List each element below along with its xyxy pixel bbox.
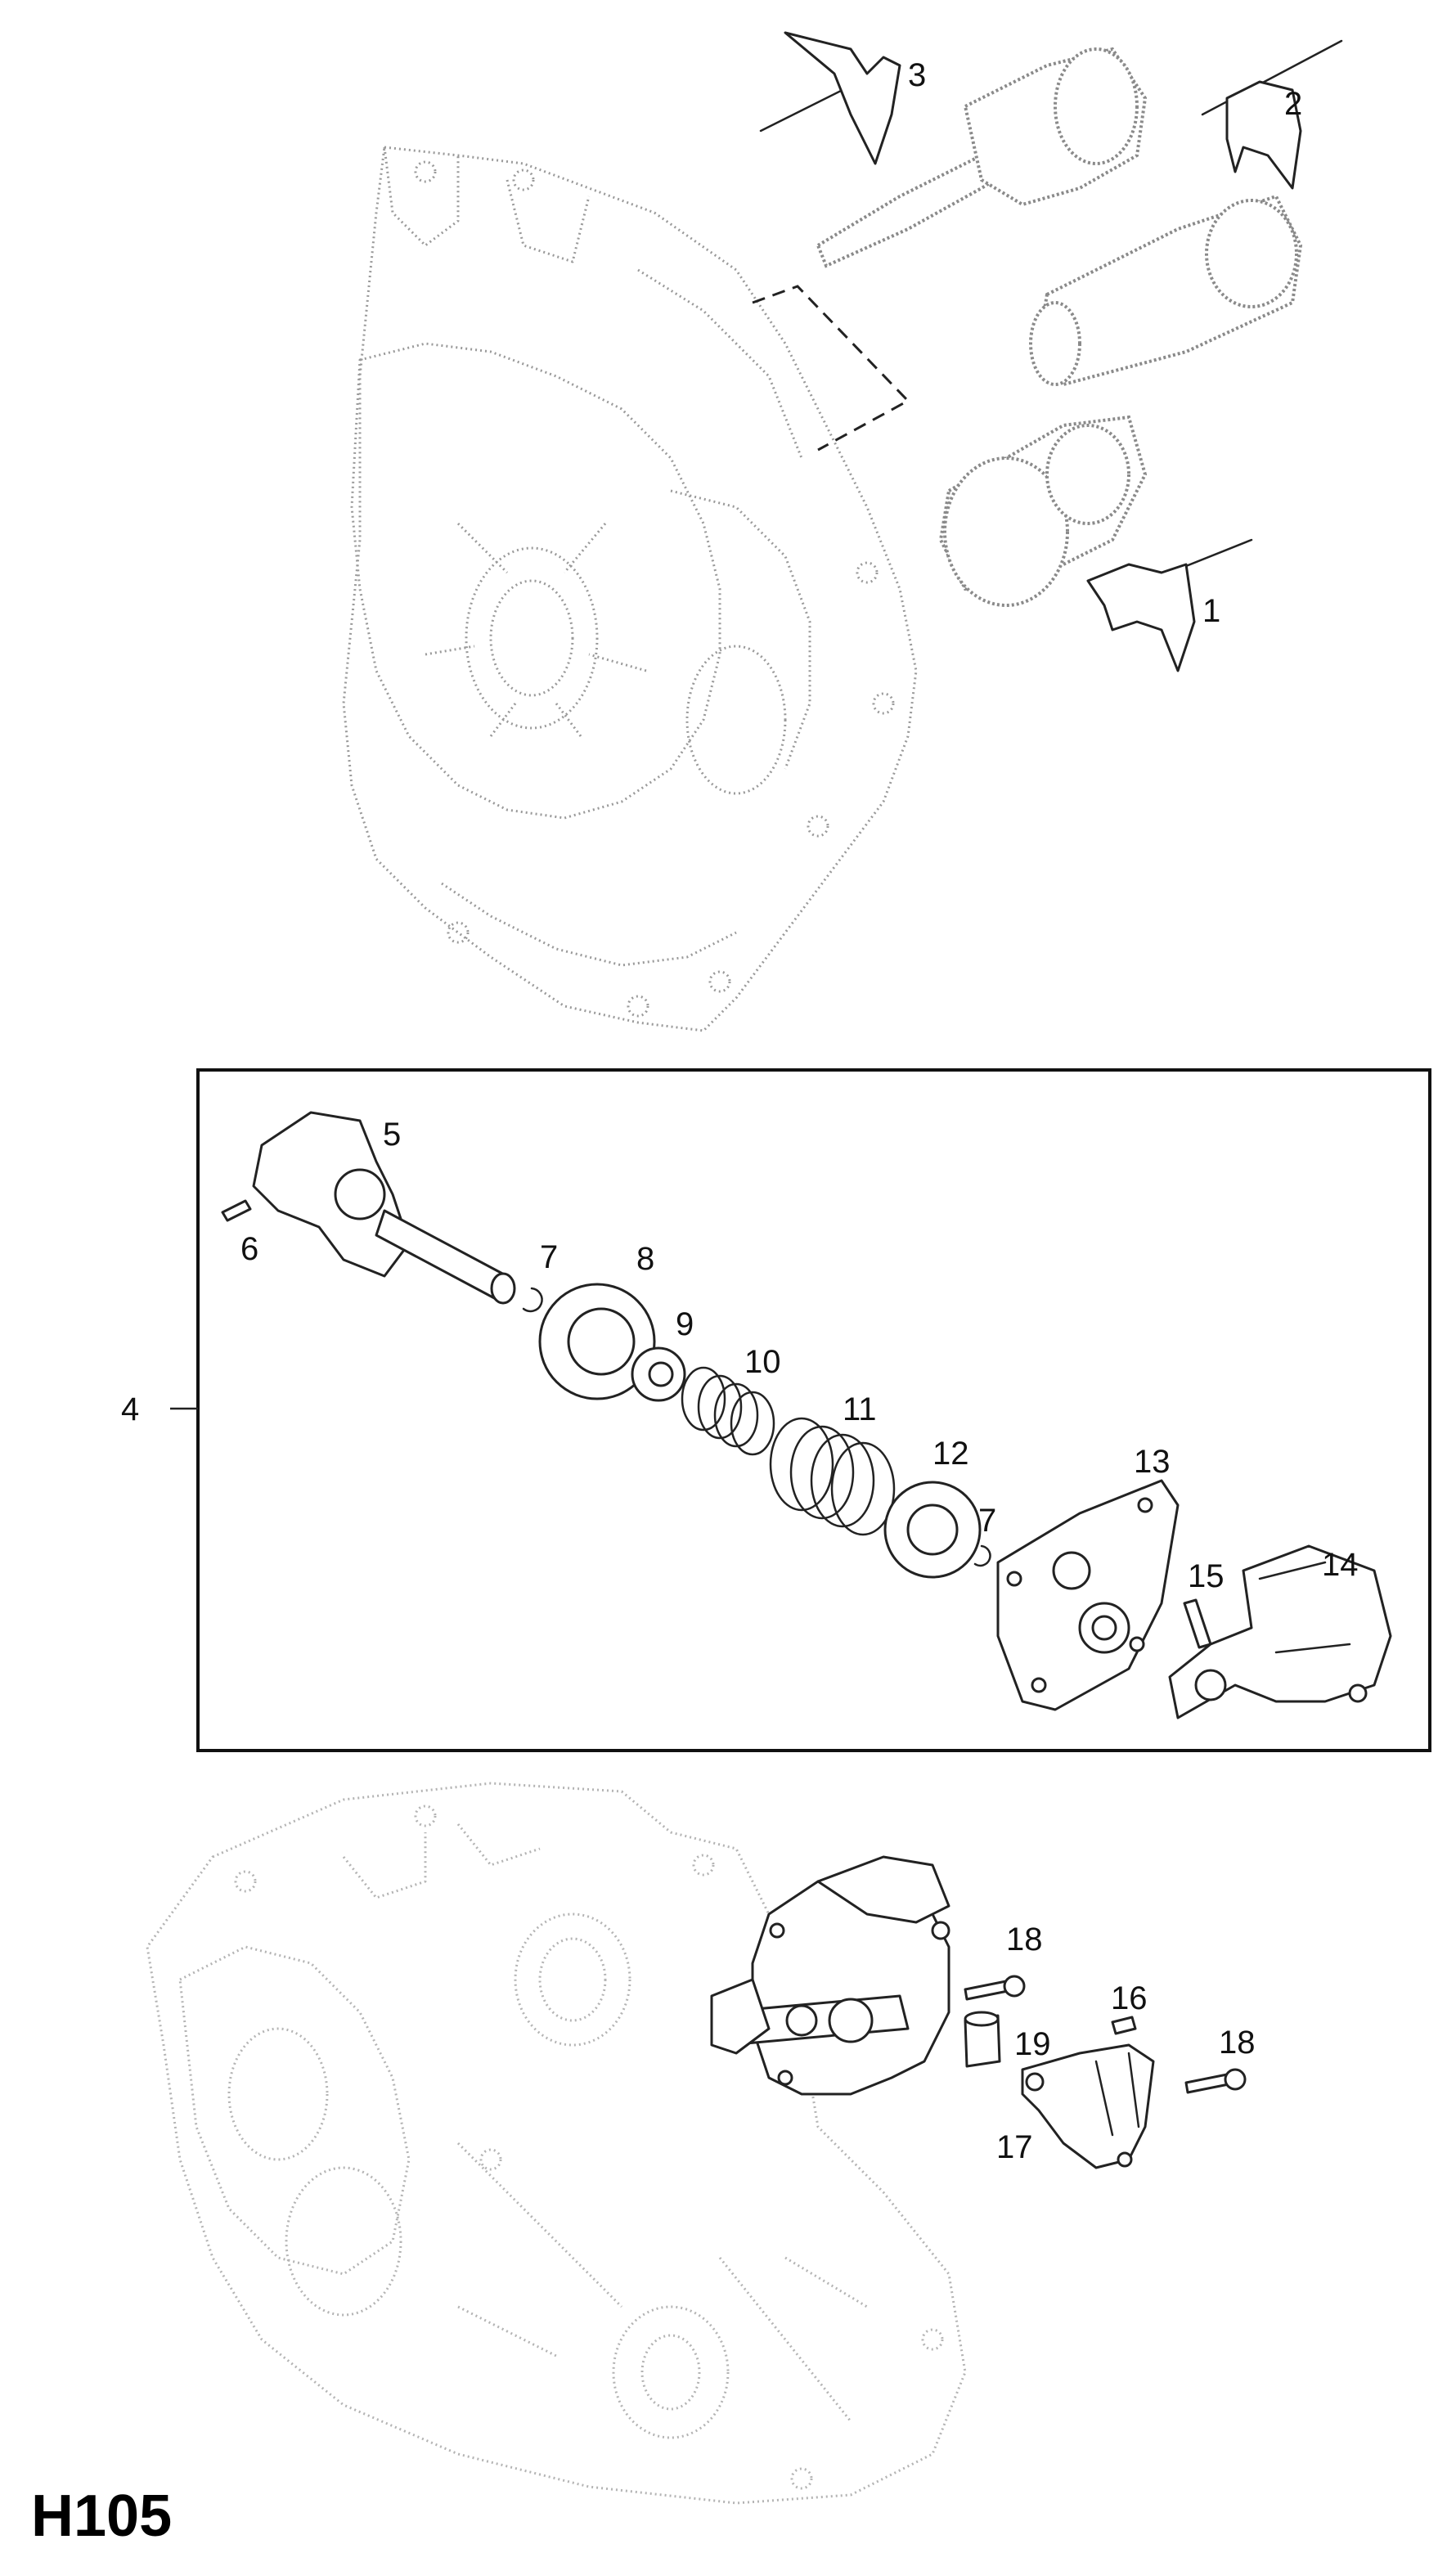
upper-transmission-housing [342, 146, 918, 1032]
part-11-spring [769, 1417, 896, 1536]
callout-13: 13 [1134, 1444, 1171, 1480]
shift-fork-3 [759, 31, 901, 165]
part-18-bolt-lower [1184, 2068, 1247, 2094]
callout-14: 14 [1322, 1547, 1359, 1583]
part-9-washer [631, 1346, 686, 1402]
callout-18-lower: 18 [1219, 2025, 1256, 2061]
assembly-dashed-line [752, 285, 910, 452]
callout-17: 17 [996, 2129, 1033, 2165]
part-7-circlip-2 [973, 1544, 991, 1567]
part-6-pin [221, 1199, 252, 1222]
part-18-bolt-upper [964, 1975, 1026, 2001]
part-7-circlip [522, 1287, 543, 1313]
part-16-block [1111, 2016, 1137, 2035]
part-17-bracket [1021, 2043, 1155, 2169]
part-19-cylinder [964, 2011, 1001, 2068]
callout-4: 4 [121, 1391, 139, 1427]
assembled-shift-mechanism [710, 1855, 950, 2096]
part-14-selector-housing [1168, 1544, 1392, 1719]
callout-11: 11 [843, 1391, 877, 1427]
output-shaft-gears [1029, 194, 1303, 387]
input-shaft [816, 47, 1148, 268]
callout-3: 3 [908, 57, 926, 93]
callout-2: 2 [1284, 86, 1302, 122]
callout-1: 1 [1202, 593, 1220, 629]
part-13-cover-plate [996, 1479, 1180, 1711]
callout-8: 8 [636, 1241, 654, 1277]
callout-7-lower: 7 [978, 1503, 996, 1539]
shift-fork-2 [1201, 39, 1343, 190]
part-12-seal [883, 1481, 982, 1579]
shift-fork-1 [1086, 538, 1253, 672]
callout-12: 12 [932, 1436, 969, 1472]
part-8-seal [538, 1283, 656, 1400]
callout-9: 9 [676, 1306, 694, 1342]
part-5-shift-shaft [252, 1111, 516, 1305]
callout-18-upper: 18 [1006, 1922, 1043, 1957]
layshaft-gears [938, 415, 1148, 607]
callout-6: 6 [240, 1231, 258, 1267]
part-15-pin [1183, 1598, 1212, 1649]
shift-mechanism-box [196, 1068, 1431, 1752]
part-10-spring [681, 1366, 775, 1456]
callout-10: 10 [744, 1344, 781, 1380]
callout-16: 16 [1111, 1980, 1148, 2016]
callout-19: 19 [1014, 2026, 1051, 2062]
callout-7-upper: 7 [540, 1239, 558, 1275]
diagram-code-label: H105 [31, 2483, 173, 2549]
callout-5: 5 [383, 1117, 401, 1153]
callout-15: 15 [1188, 1558, 1225, 1594]
lower-transmission-housing [146, 1782, 967, 2505]
